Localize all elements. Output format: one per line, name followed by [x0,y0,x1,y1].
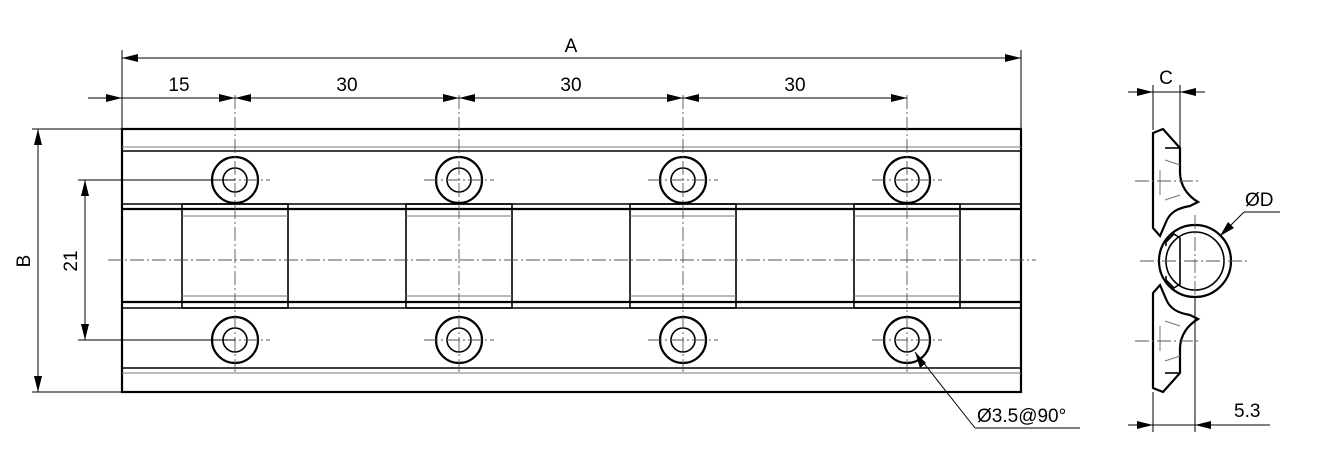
side-view [1135,96,1250,394]
dim-label-A: A [565,36,578,57]
rail-slots [181,203,961,309]
dim-label-21: 21 [61,250,82,271]
hole-row-top [210,155,932,205]
dim-label-5-3: 5.3 [1234,401,1260,422]
dim-label-B: B [14,255,35,268]
dimension-profile-offset: 5.3 [1128,297,1270,432]
dim-label-30: 30 [784,75,805,96]
dimension-profile-width: C [1128,68,1205,148]
dim-label-30: 30 [560,75,581,96]
dim-label-D: ØD [1245,190,1274,211]
dim-label-15: 15 [168,75,189,96]
dimension-hole-spacing: 15 30 30 30 [88,75,907,110]
dimension-overall-length: A [121,36,1022,129]
front-view [108,95,1036,394]
dimension-overall-height: B [14,128,122,393]
plate-outline [120,127,1023,394]
dim-label-30: 30 [336,75,357,96]
hole-row-bottom [210,315,932,365]
dimension-hole-callout: Ø3.5@90° [914,351,1080,429]
dim-label-C: C [1159,68,1173,89]
profile-upper-flange [1151,127,1201,239]
dimension-tube-diameter: ØD [1219,190,1280,237]
hole-spec-label: Ø3.5@90° [977,406,1066,427]
dimension-hole-row-distance: 21 [61,179,235,341]
hole-centerlines [200,95,942,372]
profile-lower-flange [1151,282,1201,394]
